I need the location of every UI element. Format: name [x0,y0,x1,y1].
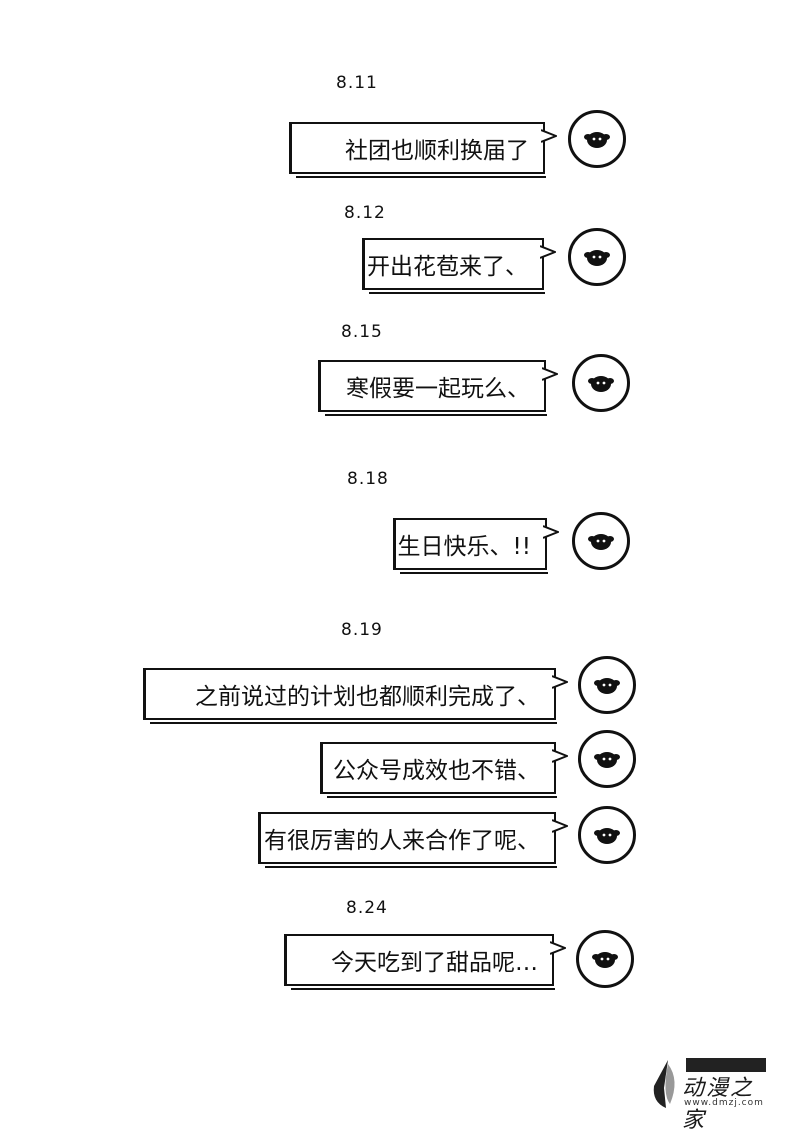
sheep-icon [584,250,610,266]
sheep-icon [584,132,610,148]
sheep-icon [594,678,620,694]
sheep-icon [592,952,618,968]
message-bubble: 社团也顺利换届了 [289,122,557,178]
sheep-avatar [572,354,630,412]
leaf-logo-icon [653,1060,675,1108]
sheep-avatar [568,228,626,286]
message-text: 有很厉害的人来合作了呢、 [264,828,540,854]
message-bubble: 生日快乐、!! [393,518,559,574]
date-label: 8.12 [344,203,386,223]
message-bubble: 有很厉害的人来合作了呢、 [258,812,568,868]
watermark-url: www.dmzj.com [684,1098,764,1108]
message-text: 生日快乐、!! [397,534,531,560]
message-bubble: 开出花苞来了、 [362,238,556,294]
sheep-icon [588,534,614,550]
sheep-icon [594,828,620,844]
sheep-avatar [578,730,636,788]
message-text: 开出花苞来了、 [367,254,528,280]
bubble-tail-icon [552,675,568,689]
message-bubble: 之前说过的计划也都顺利完成了、 [143,668,568,724]
message-bubble: 今天吃到了甜品呢… [284,934,566,990]
bubble-tail-icon [540,245,556,259]
date-label: 8.24 [346,898,388,918]
message-text: 社团也顺利换届了 [345,138,529,164]
bubble-tail-icon [550,941,566,955]
sheep-icon [594,752,620,768]
sheep-avatar [578,806,636,864]
bubble-tail-icon [543,525,559,539]
bubble-tail-icon [552,819,568,833]
date-label: 8.11 [336,73,378,93]
sheep-avatar [576,930,634,988]
logo-bar [686,1058,766,1072]
message-text: 寒假要一起玩么、 [346,376,530,402]
message-bubble: 寒假要一起玩么、 [318,360,558,416]
message-text: 之前说过的计划也都顺利完成了、 [195,684,540,710]
sheep-avatar [572,512,630,570]
bubble-tail-icon [552,749,568,763]
date-label: 8.19 [341,620,383,640]
sheep-avatar [568,110,626,168]
watermark-logo: 动漫之家 www.dmzj.com [648,1056,768,1133]
bubble-tail-icon [542,367,558,381]
date-label: 8.15 [341,322,383,342]
message-text: 今天吃到了甜品呢… [331,950,538,976]
message-text: 公众号成效也不错、 [333,758,540,784]
date-label: 8.18 [347,469,389,489]
sheep-avatar [578,656,636,714]
bubble-tail-icon [541,129,557,143]
message-bubble: 公众号成效也不错、 [320,742,568,798]
sheep-icon [588,376,614,392]
